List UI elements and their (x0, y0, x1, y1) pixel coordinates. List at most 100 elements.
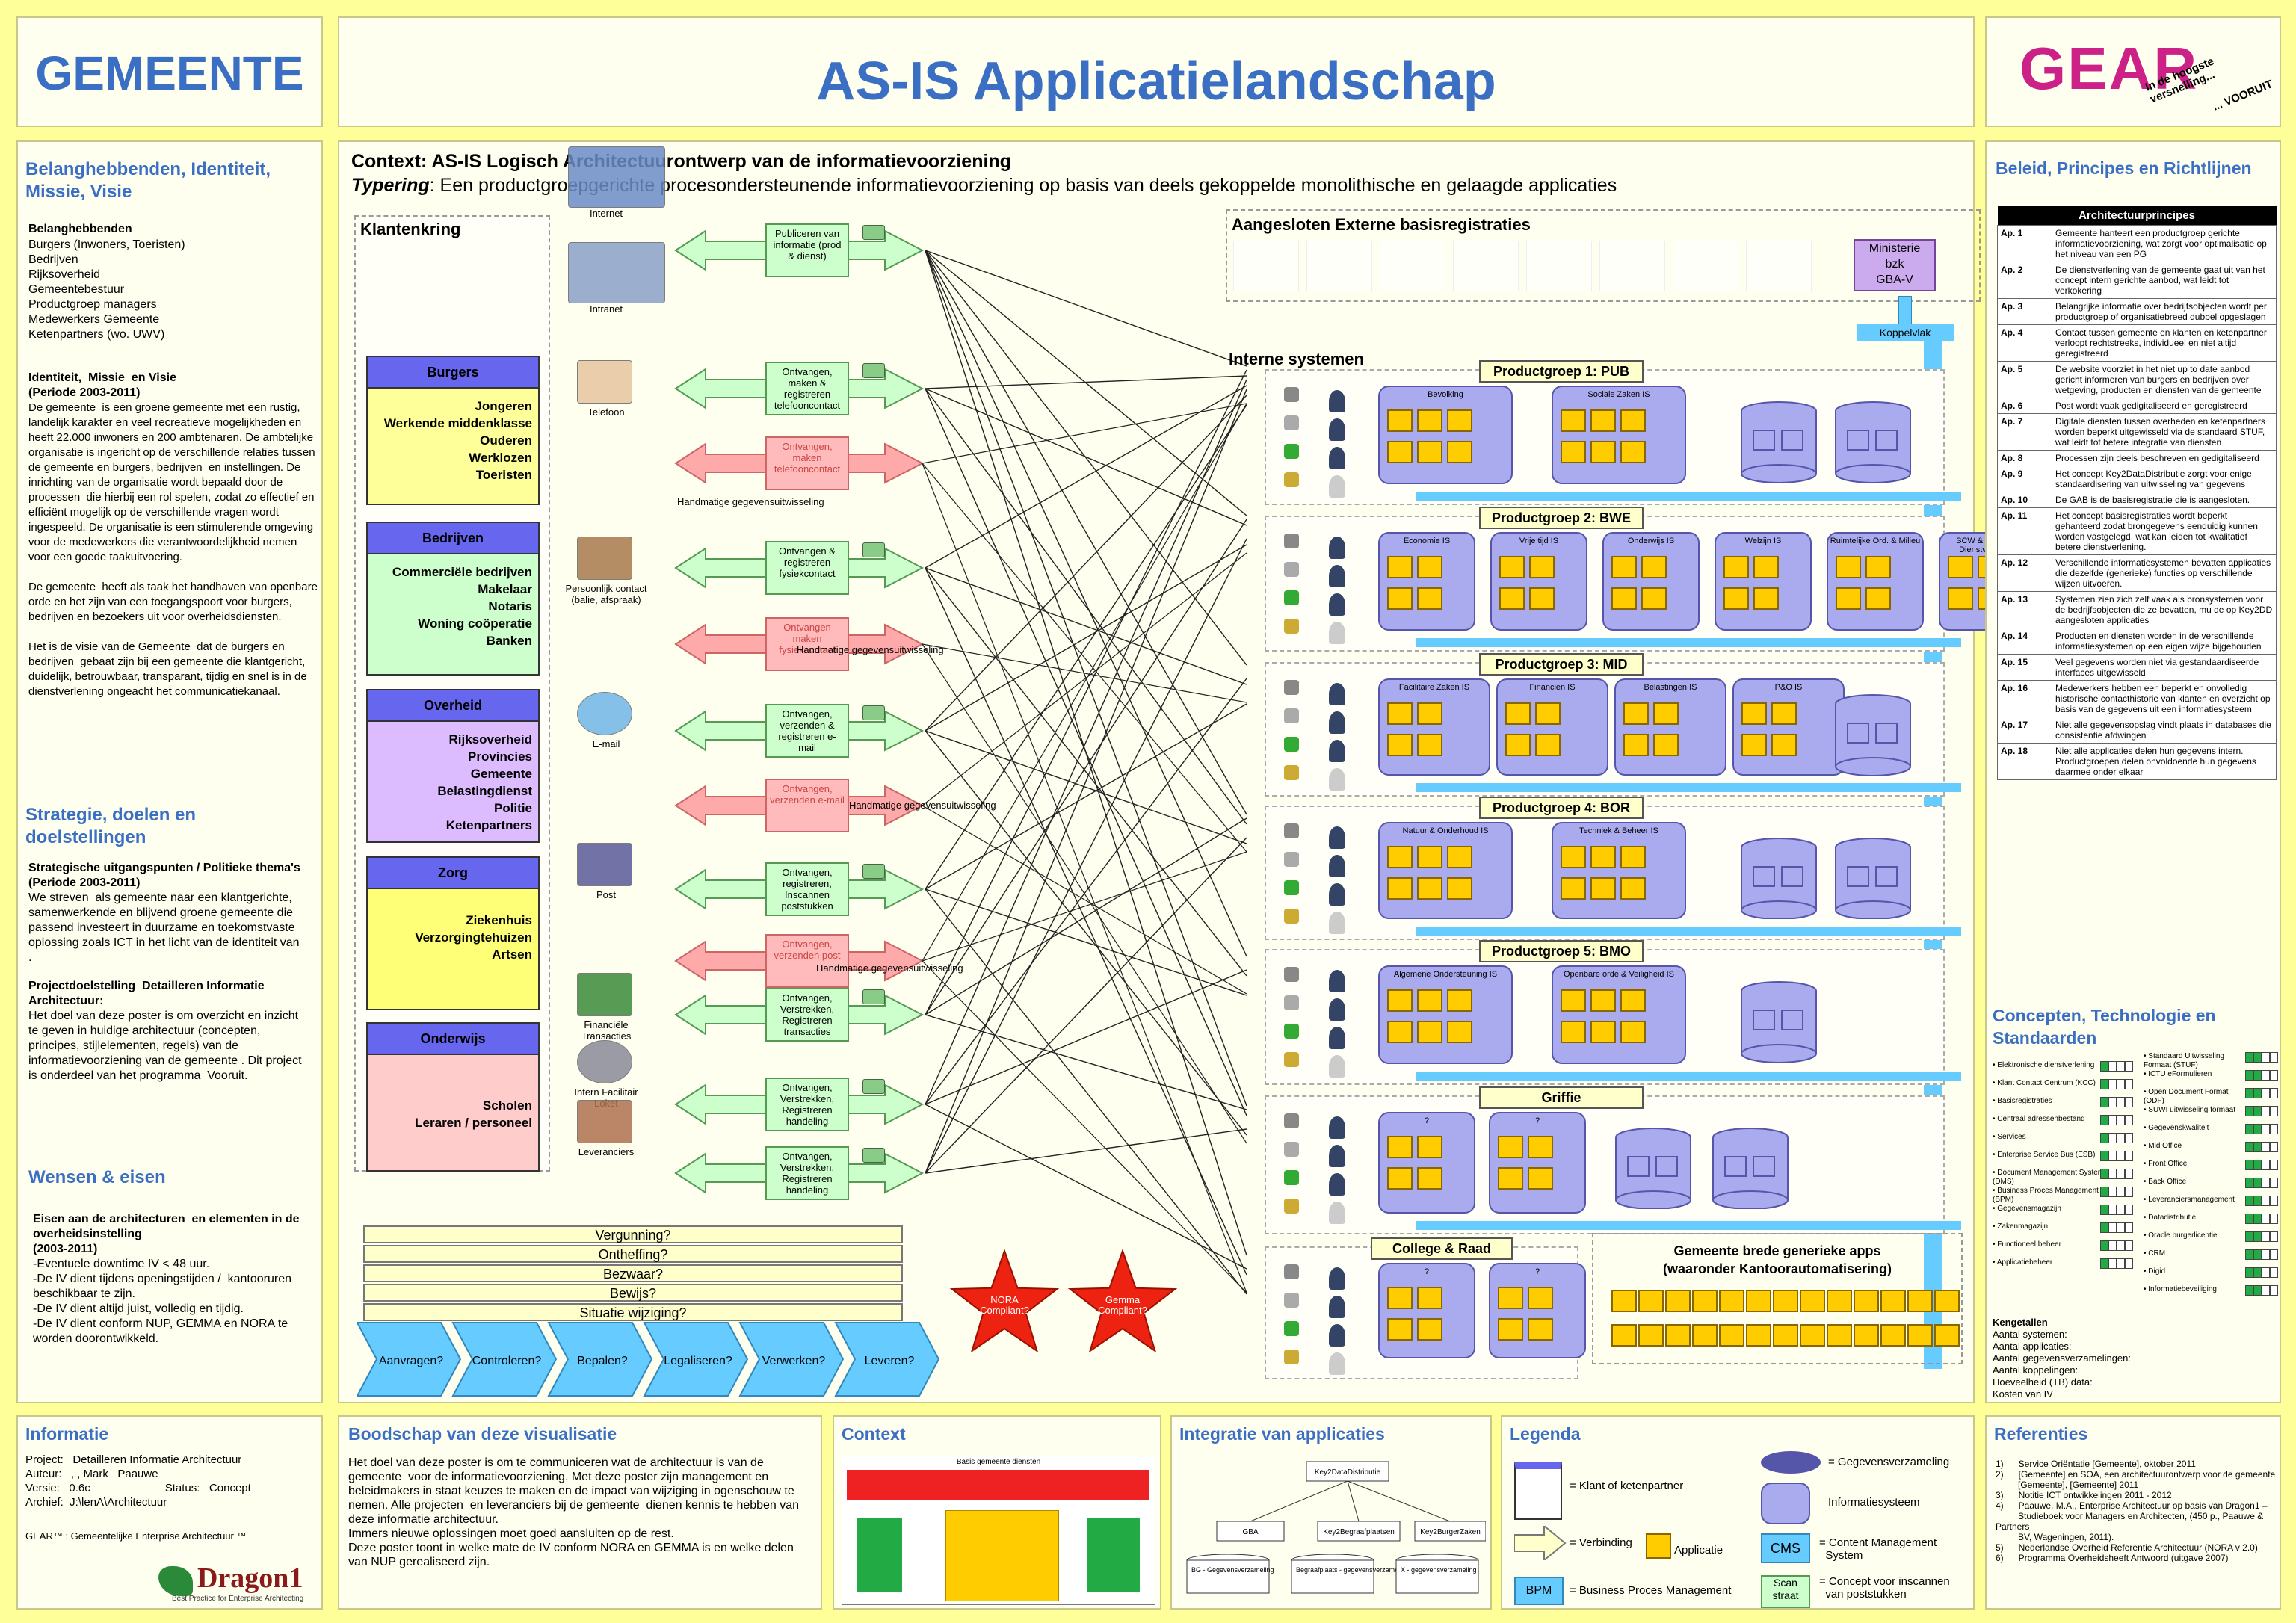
kengetallen-list: Aantal systemen:Aantal applicaties:Aanta… (1993, 1329, 2131, 1400)
mail-icon (577, 843, 632, 886)
segment-item: Verzorgingtehuizen (415, 930, 532, 945)
segment-item: Rijksoverheid (448, 732, 533, 746)
concept-status-box (2262, 1088, 2270, 1098)
context-prefix: Context: AS-IS Logisch (351, 151, 563, 172)
tool-icon (1284, 1350, 1299, 1364)
registry-placeholder (1673, 241, 1738, 291)
employee-icon (1329, 683, 1345, 705)
segment-item: Belastingdienst (437, 784, 532, 798)
concept-status-box (2262, 1070, 2270, 1081)
information-system: Sociale Zaken IS (1552, 386, 1686, 484)
application-cell (1499, 587, 1525, 610)
information-system-name: Algemene Ondersteuning IS (1393, 970, 1498, 979)
principle-id: Ap. 10 (1997, 492, 2052, 508)
process-step-label: Bepalen? (577, 1355, 628, 1367)
information-system: Belastingen IS (1614, 678, 1726, 776)
references-list: 1) Service Oriëntatie [Gemeente], oktobe… (1996, 1459, 2277, 1563)
stakeholders-heading: Belanghebbenden (28, 223, 132, 235)
segment-item: Politie (493, 801, 532, 815)
connection-line (925, 817, 1247, 1015)
process-step-label: Aanvragen? (379, 1355, 443, 1367)
employee-icon (1329, 1055, 1345, 1078)
concept-status-box (2262, 1106, 2270, 1116)
database-icon (1712, 1127, 1789, 1210)
application-cell (1387, 846, 1413, 868)
registry-placeholder (1453, 241, 1519, 291)
segment-item: Ketenpartners (445, 818, 532, 832)
information-system-name: Welzijn IS (1744, 537, 1782, 545)
product-group-label: Griffie (1479, 1086, 1644, 1109)
employee-icon (1329, 537, 1345, 559)
application-cell (1836, 556, 1861, 578)
employee-icon (1329, 768, 1345, 791)
process-box: Ontvangen, Verstrekken, Registreren tran… (765, 988, 849, 1042)
message-text: Het doel van deze poster is om te commun… (348, 1456, 800, 1568)
concept-status-box (2262, 1124, 2270, 1134)
scanner-icon (862, 705, 885, 720)
segment-head: Burgers (368, 357, 538, 389)
registry-placeholder (1306, 241, 1372, 291)
application-cell (1590, 1021, 1616, 1043)
tool-icon (1284, 1142, 1299, 1157)
concept-status-box (2245, 1142, 2253, 1152)
dragon-logo-sub: Best Practice for Enterprise Architectin… (172, 1595, 304, 1603)
application-cell (1498, 1167, 1523, 1190)
municipality-title: GEMEENTE (35, 46, 304, 100)
concept-status-box (2245, 1267, 2253, 1278)
bus-connector (1416, 492, 1961, 501)
information-system-name: Economie IS (1403, 537, 1451, 545)
generic-application-cell (1638, 1290, 1664, 1312)
concept-status-box (2108, 1240, 2117, 1251)
information-system-name: Vrije tijd IS (1519, 537, 1559, 545)
channel-label: Persoonlijk contact (balie, afspraak) (565, 583, 647, 605)
application-cell (1641, 556, 1667, 578)
process-step-shape (738, 1322, 845, 1397)
concept-item: • Centraal adressenbestand (1993, 1115, 2085, 1123)
generic-application-cell (1638, 1324, 1664, 1347)
principle-text: Medewerkers hebben een beperkt en onvoll… (2052, 680, 2277, 717)
information-system: Openbare orde & Veiligheid IS (1552, 965, 1686, 1064)
application-cell (1948, 587, 1973, 610)
handshake-icon (577, 537, 632, 580)
concept-status-box (2100, 1133, 2108, 1143)
klantenkring-title: Klantenkring (360, 220, 461, 238)
principle-text: De dienstverlening van de gemeente gaat … (2052, 262, 2277, 299)
strategy-text: We streven als gemeente naar een klantge… (28, 891, 303, 964)
tool-icon (1284, 737, 1299, 752)
application-cell (1417, 846, 1442, 868)
segment-item: Werkende middenklasse (383, 416, 532, 430)
concept-status-box (2245, 1124, 2253, 1134)
database-icon (1834, 693, 1912, 776)
application-cell (1499, 556, 1525, 578)
manual-connection-line (922, 643, 1247, 1144)
connection-line (925, 567, 1247, 685)
application-cell (1447, 877, 1472, 900)
database-shape (1835, 694, 1911, 776)
logo-tagline-2: ... VOORUIT (2211, 78, 2275, 114)
application-cell (1561, 846, 1586, 868)
concept-status-box (2117, 1115, 2125, 1125)
concept-status-box (2270, 1267, 2278, 1278)
principle-id: Ap. 4 (1997, 324, 2052, 362)
concept-status-box (2262, 1160, 2270, 1170)
principle-text: Het concept Key2DataDistributie zorgt vo… (2052, 466, 2277, 492)
connection-line (925, 369, 1247, 1015)
manual-exchange-label: Handmatige gegevensuitwisseling (677, 496, 824, 507)
generic-application-cell (1907, 1324, 1933, 1347)
generic-application-cell (1692, 1290, 1718, 1312)
legend-app-label: Applicatie (1674, 1544, 1723, 1556)
information-system-name: Onderwijs IS (1627, 537, 1675, 545)
concept-item: • Document Management System (DMS) (1993, 1169, 2105, 1186)
context-line-1: Context: AS-IS Logisch Architectuurontwe… (351, 151, 1011, 173)
stakeholder-item: Medewerkers Gemeente (28, 313, 160, 326)
concept-status-box (2117, 1133, 2125, 1143)
application-cell (1723, 556, 1749, 578)
application-cell (1653, 734, 1679, 756)
header-left-panel: GEMEENTE (16, 16, 323, 127)
application-cell (1529, 556, 1555, 578)
